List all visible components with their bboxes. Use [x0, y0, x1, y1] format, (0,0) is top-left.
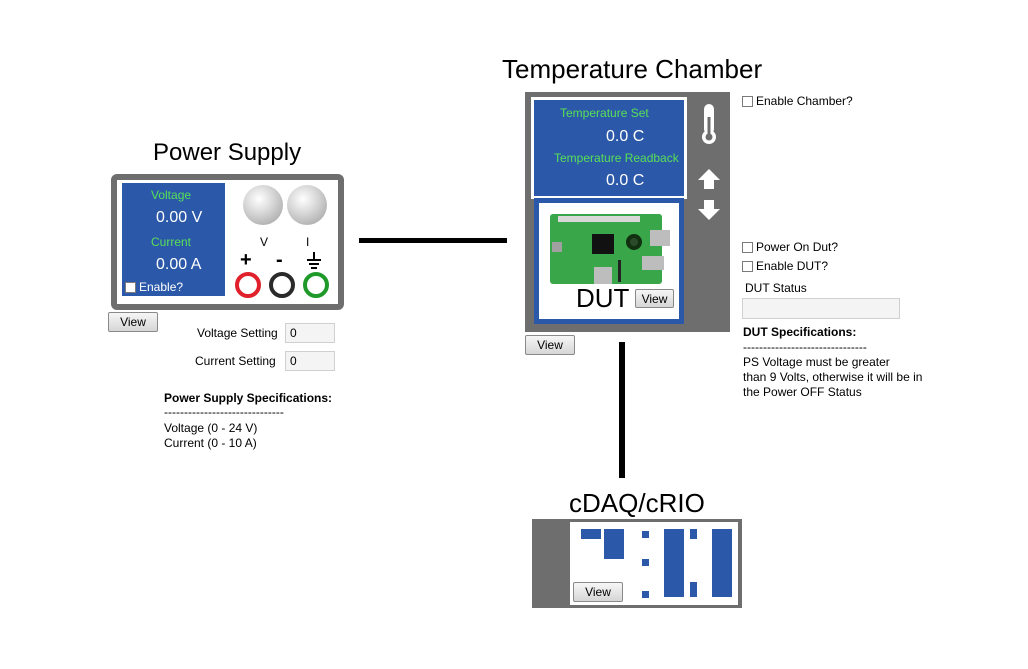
cdaq-view-button[interactable]: View [573, 582, 623, 602]
cdaq-module-block [712, 529, 732, 597]
positive-terminal [235, 272, 261, 298]
cdaq-module-block [604, 529, 624, 559]
cdaq-title: cDAQ/cRIO [569, 488, 705, 518]
plus-symbol: + [240, 249, 252, 271]
temperature-up-icon[interactable] [697, 168, 721, 190]
cdaq-module-block [642, 531, 649, 538]
cdaq-device [532, 519, 742, 608]
chamber-temperature-display: Temperature Set 0.0 C Temperature Readba… [534, 100, 684, 196]
minus-symbol: - [276, 249, 283, 271]
circuit-board-icon [550, 214, 670, 284]
enable-dut-checkbox[interactable]: Enable DUT? [742, 259, 828, 273]
dut-spec-line-3: the Power OFF Status [743, 385, 862, 399]
dut-view-button[interactable]: View [635, 289, 674, 308]
cdaq-module-block [690, 582, 697, 597]
voltage-label: Voltage [151, 188, 192, 202]
ps-spec-divider: ------------------------------ [164, 405, 284, 419]
ps-view-button[interactable]: View [108, 312, 158, 332]
voltage-setting-input[interactable]: 0 [285, 323, 335, 343]
dut-spec-line-2: than 9 Volts, otherwise it will be in [743, 370, 923, 384]
voltage-knob[interactable] [243, 185, 283, 225]
cdaq-module-block [642, 591, 649, 598]
ps-enable-label: Enable? [139, 280, 184, 294]
voltage-readout: 0.00 V [156, 209, 203, 226]
temperature-down-icon[interactable] [697, 199, 721, 221]
enable-chamber-checkbox[interactable]: Enable Chamber? [742, 94, 853, 108]
power-supply-title: Power Supply [153, 139, 302, 166]
current-setting-label: Current Setting [195, 354, 276, 368]
cdaq-module-block [581, 529, 601, 539]
voltage-setting-label: Voltage Setting [197, 326, 278, 340]
cdaq-module-block [642, 559, 649, 566]
temperature-chamber-title: Temperature Chamber [502, 54, 763, 84]
cdaq-module-block [664, 529, 684, 597]
cdaq-module-block [690, 529, 697, 539]
ground-terminal [303, 272, 329, 298]
enable-dut-check-box[interactable] [742, 261, 753, 272]
current-readout: 0.00 A [156, 256, 202, 273]
current-knob[interactable] [287, 185, 327, 225]
power-on-dut-check-box[interactable] [742, 242, 753, 253]
temperature-readback-label: Temperature Readback [554, 151, 679, 165]
dut-spec-title: DUT Specifications: [743, 325, 857, 339]
temperature-set-label: Temperature Set [560, 106, 649, 120]
v-label: V [260, 235, 269, 249]
ps-enable-check-box[interactable] [125, 282, 136, 293]
dut-label: DUT [576, 283, 630, 313]
ps-spec-title: Power Supply Specifications: [164, 391, 333, 405]
chamber-view-button[interactable]: View [525, 335, 575, 355]
ps-spec-voltage: Voltage (0 - 24 V) [164, 421, 258, 435]
chamber-to-cdaq-connector [619, 342, 625, 478]
temperature-set-readout: 0.0 C [606, 128, 645, 145]
enable-chamber-label: Enable Chamber? [756, 94, 853, 108]
power-on-dut-label: Power On Dut? [756, 240, 839, 254]
ps-spec-current: Current (0 - 10 A) [164, 436, 257, 450]
enable-dut-label: Enable DUT? [756, 259, 829, 273]
ps-to-chamber-connector [359, 238, 507, 243]
power-on-dut-checkbox[interactable]: Power On Dut? [742, 240, 838, 254]
dut-spec-divider: ------------------------------- [743, 340, 867, 354]
dut-status-label: DUT Status [745, 281, 807, 295]
i-label: I [306, 235, 310, 249]
ground-icon [307, 252, 321, 269]
negative-terminal [269, 272, 295, 298]
dut-spec-line-1: PS Voltage must be greater [743, 355, 890, 369]
temperature-readback-readout: 0.0 C [606, 172, 645, 189]
dut-status-field [742, 298, 900, 319]
thermometer-icon [702, 104, 716, 144]
ps-enable-checkbox[interactable]: Enable? [125, 280, 183, 294]
power-supply-display: Voltage 0.00 V Current 0.00 A Enable? [122, 183, 225, 296]
enable-chamber-check-box[interactable] [742, 96, 753, 107]
current-label: Current [151, 235, 192, 249]
current-setting-input[interactable]: 0 [285, 351, 335, 371]
